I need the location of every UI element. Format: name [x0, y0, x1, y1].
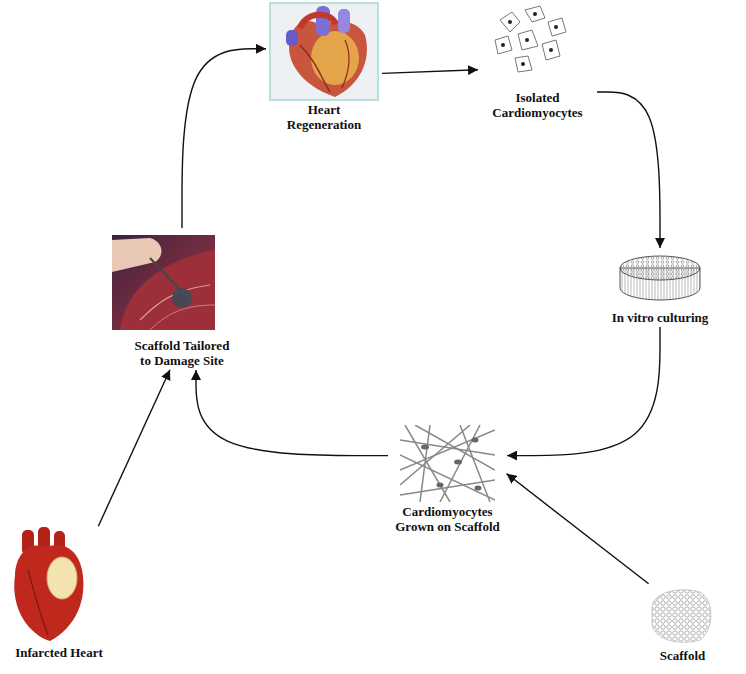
heart-regeneration-picture — [270, 3, 378, 100]
patch-photo — [112, 235, 215, 330]
flow-arrow — [196, 370, 388, 456]
illustration-node: Isolated Cardiomyocytes — [480, 8, 595, 120]
flow-arrow — [382, 70, 478, 74]
petri-dish-picture — [620, 256, 700, 300]
infarcted-heart-picture — [14, 527, 83, 641]
step-caption: Scaffold Tailored to Damage Site — [117, 338, 247, 368]
flow-arrow — [597, 92, 660, 248]
step-caption: Scaffold — [643, 648, 723, 663]
illustration-node: Scaffold Tailored to Damage Site — [112, 230, 252, 368]
illustration-node: In vitro culturing — [595, 250, 725, 325]
scaffold-mesh-picture — [400, 425, 495, 502]
flow-arrow — [98, 370, 170, 526]
flow-arrow — [507, 474, 649, 584]
illustration-node: Scaffold — [640, 585, 725, 663]
flow-arrow — [507, 327, 660, 456]
step-caption: Isolated Cardiomyocytes — [483, 90, 593, 120]
flow-arrow — [182, 49, 266, 228]
step-caption: In vitro culturing — [595, 310, 725, 325]
step-caption: Cardiomyocytes Grown on Scaffold — [395, 504, 500, 534]
scaffold-sponge-picture — [652, 590, 711, 643]
step-caption: Heart Regeneration — [274, 102, 374, 132]
step-caption: Infarcted Heart — [4, 645, 114, 660]
illustration-node: Cardiomyocytes Grown on Scaffold — [390, 422, 505, 534]
illustration-node: Infarcted Heart — [4, 528, 114, 660]
cell-picture — [495, 6, 566, 72]
illustration-node: Heart Regeneration — [268, 2, 380, 132]
